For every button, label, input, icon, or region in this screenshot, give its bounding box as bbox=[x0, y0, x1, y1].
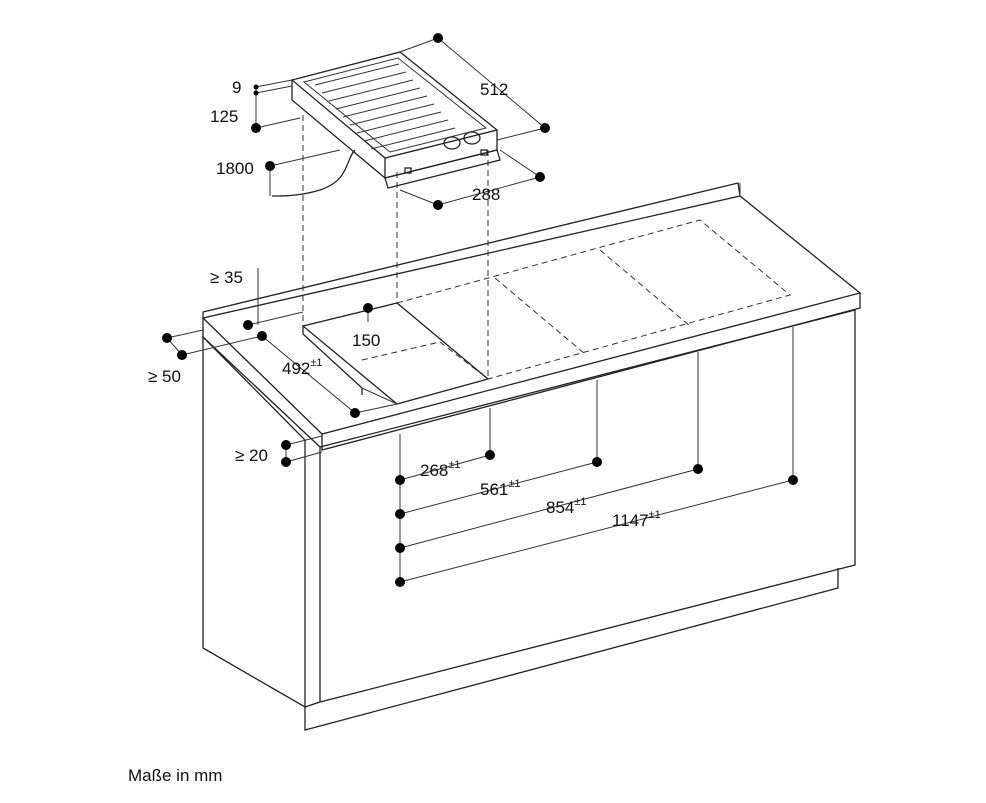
cabinet bbox=[202, 309, 856, 731]
cutout-opening bbox=[301, 302, 490, 405]
dim-cable-length: 1800 bbox=[216, 159, 254, 178]
dimension-lines bbox=[166, 37, 794, 583]
grill-ridges bbox=[314, 63, 456, 150]
dim-min-rear-gap: ≥ 35 bbox=[210, 268, 243, 287]
grill-grate bbox=[302, 57, 488, 153]
power-cable bbox=[271, 149, 356, 197]
dim-position-3: 854±1 bbox=[546, 496, 587, 517]
dim-position-4: 1147±1 bbox=[612, 509, 661, 530]
control-knob-right bbox=[463, 131, 481, 145]
dim-cutout-width: 150 bbox=[352, 331, 380, 350]
indicator-light bbox=[404, 167, 412, 174]
dim-edge-thickness: 9 bbox=[232, 78, 241, 97]
unit-note: Maße in mm bbox=[128, 766, 222, 785]
countertop-surface bbox=[201, 195, 862, 435]
dim-cutout-depth: 492±1 bbox=[282, 357, 323, 378]
projection-lines bbox=[302, 115, 489, 379]
dimension-labels: 9 125 1800 512 288 ≥ 35 ≥ 50 ≥ 20 150 49… bbox=[128, 78, 661, 785]
combination-outlines bbox=[396, 219, 792, 380]
dim-min-side-gap: ≥ 50 bbox=[148, 367, 181, 386]
dim-appliance-height: 125 bbox=[210, 107, 238, 126]
dim-position-1: 268±1 bbox=[420, 459, 461, 480]
dim-appliance-width: 512 bbox=[480, 80, 508, 99]
cabinet-left-side bbox=[202, 335, 306, 709]
countertop bbox=[201, 182, 862, 451]
cabinet-front bbox=[319, 309, 856, 703]
dim-min-front-gap: ≥ 20 bbox=[235, 446, 268, 465]
dimension-dots bbox=[162, 33, 798, 587]
appliance bbox=[271, 51, 501, 197]
cabinet-plinth bbox=[304, 568, 839, 731]
dim-position-2: 561±1 bbox=[480, 478, 521, 499]
control-knob-left bbox=[443, 136, 461, 150]
appliance-bezel bbox=[384, 149, 501, 189]
dim-appliance-depth: 288 bbox=[472, 185, 500, 204]
cutout bbox=[301, 302, 490, 405]
